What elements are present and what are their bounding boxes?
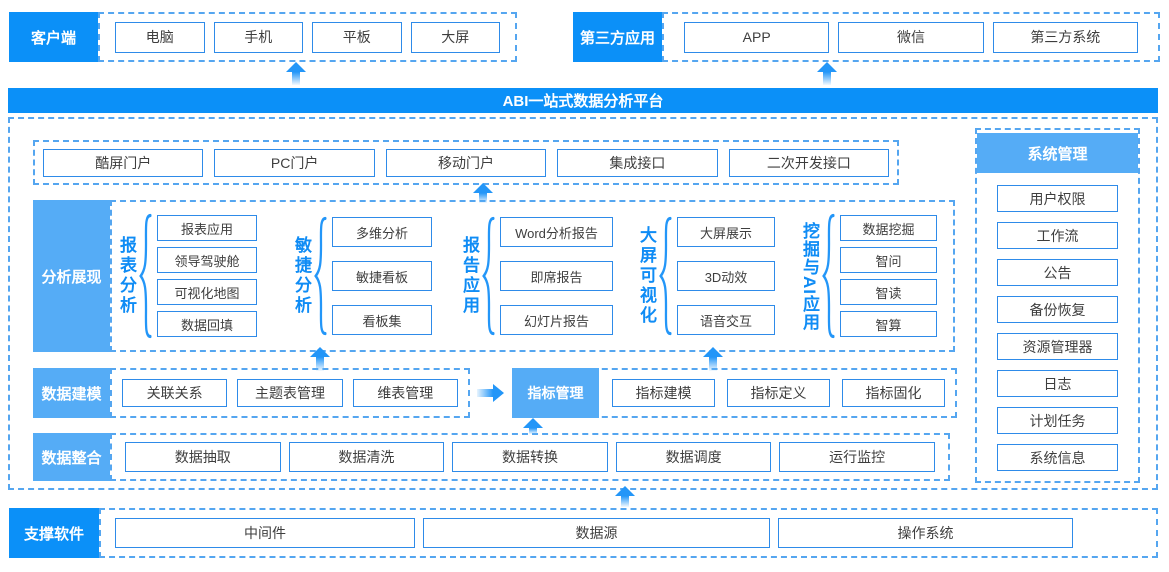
system-box: 系统信息: [997, 444, 1118, 471]
integration-section-label: 数据整合: [33, 433, 110, 481]
portal-box: 二次开发接口: [728, 148, 890, 177]
client-devices-container: 电脑手机平板大屏: [98, 12, 517, 62]
support-container: 中间件 数据源 操作系统: [99, 508, 1158, 558]
brace-icon: [314, 216, 327, 336]
analysis-container: [110, 200, 955, 352]
analysis-box: 即席报告: [500, 261, 613, 291]
analysis-box: 智读: [840, 279, 937, 305]
system-management-header: 系统管理: [977, 133, 1138, 173]
analysis-box: 大屏展示: [677, 217, 775, 247]
analysis-box: 报表应用: [157, 215, 257, 241]
client-section-label: 客户端: [9, 12, 98, 62]
portal-box: 集成接口: [557, 148, 718, 177]
analysis-box: 数据回填: [157, 311, 257, 337]
system-management-container: 系统管理 用户权限工作流公告备份恢复资源管理器日志计划任务系统信息: [975, 128, 1140, 483]
brace-icon: [822, 213, 835, 339]
group-report-application: 报告应用 Word分析报告即席报告幻灯片报告: [460, 200, 618, 352]
modeling-box: 维表管理: [352, 379, 458, 407]
support-box: 中间件: [115, 518, 415, 548]
support-box: 数据源: [423, 518, 770, 548]
group-title: 大屏可视化: [637, 226, 656, 326]
third-party-app-box: APP: [684, 21, 830, 53]
analysis-box: 智算: [840, 311, 937, 337]
portal-box: PC门户: [214, 148, 375, 177]
up-arrow-icon: [286, 62, 306, 85]
modeling-container: 关联关系主题表管理维表管理: [110, 368, 470, 418]
right-arrow-icon: [477, 384, 504, 402]
brace-icon: [139, 213, 152, 339]
portal-container: 酷屏门户 PC门户移动门户集成接口二次开发接口: [33, 140, 899, 185]
client-device-box: 平板: [312, 21, 402, 53]
integration-box: 数据转换: [452, 442, 608, 472]
group-report-analysis: 报表分析 报表应用领导驾驶舱可视化地图数据回填: [117, 200, 270, 352]
platform-banner: ABI一站式数据分析平台: [8, 88, 1158, 113]
system-box: 公告: [997, 259, 1118, 286]
analysis-box: 3D动效: [677, 261, 775, 291]
up-arrow-icon: [817, 62, 837, 85]
metric-box: 指标固化: [842, 379, 945, 407]
group-title: 敏捷分析: [292, 236, 311, 316]
analysis-box: 智问: [840, 247, 937, 273]
modeling-box: 关联关系: [122, 379, 228, 407]
group-title: 挖掘与AI应用: [800, 221, 819, 331]
brace-icon: [482, 216, 495, 336]
modeling-section-label: 数据建模: [33, 368, 110, 418]
metric-container: 指标管理 指标建模指标定义指标固化: [512, 368, 957, 418]
group-mining-ai: 挖掘与AI应用 数据挖掘智问智读智算: [800, 200, 942, 352]
analysis-box: 幻灯片报告: [500, 305, 613, 335]
up-arrow-icon: [473, 183, 493, 203]
group-title: 报告应用: [460, 236, 479, 316]
group-title: 报表分析: [117, 236, 136, 316]
portal-box: 移动门户: [385, 148, 547, 177]
system-box: 备份恢复: [997, 296, 1118, 323]
system-box: 工作流: [997, 222, 1118, 249]
support-box: 操作系统: [778, 518, 1073, 548]
analysis-section-label: 分析展现: [33, 200, 110, 352]
brace-icon: [659, 216, 672, 336]
platform-frame: [8, 117, 1158, 490]
support-section-label: 支撑软件: [9, 508, 99, 558]
analysis-box: 可视化地图: [157, 279, 257, 305]
analysis-box: Word分析报告: [500, 217, 613, 247]
third-party-app-box: 微信: [838, 21, 984, 53]
client-device-box: 电脑: [115, 21, 205, 53]
metric-section-label: 指标管理: [512, 368, 599, 418]
client-device-box: 大屏: [410, 21, 500, 53]
system-box: 日志: [997, 370, 1118, 397]
third-party-app-box: 第三方系统: [992, 21, 1138, 53]
modeling-box: 主题表管理: [237, 379, 343, 407]
analysis-box: 领导驾驶舱: [157, 247, 257, 273]
analysis-box: 多维分析: [332, 217, 432, 247]
client-device-box: 手机: [213, 21, 303, 53]
analysis-box: 敏捷看板: [332, 261, 432, 291]
metric-box: 指标建模: [612, 379, 715, 407]
third-party-section-label: 第三方应用: [573, 12, 662, 62]
group-agile-analysis: 敏捷分析 多维分析敏捷看板看板集: [292, 200, 441, 352]
metric-box: 指标定义: [727, 379, 830, 407]
analysis-box: 语音交互: [677, 305, 775, 335]
integration-box: 数据清洗: [288, 442, 445, 472]
portal-box: 酷屏门户: [43, 148, 204, 177]
analysis-box: 看板集: [332, 305, 432, 335]
analysis-box: 数据挖掘: [840, 215, 937, 241]
integration-box: 数据抽取: [125, 442, 281, 472]
up-arrow-icon: [310, 347, 330, 371]
up-arrow-icon: [615, 486, 635, 507]
integration-container: 数据抽取数据清洗数据转换数据调度运行监控: [110, 433, 950, 481]
integration-box: 数据调度: [615, 442, 772, 472]
group-bigscreen-visualization: 大屏可视化 大屏展示 3D动效语音交互: [637, 200, 780, 352]
up-arrow-icon: [703, 347, 723, 371]
integration-box: 运行监控: [779, 442, 935, 472]
system-box: 计划任务: [997, 407, 1118, 434]
system-box: 用户权限: [997, 185, 1118, 212]
up-arrow-icon: [523, 418, 543, 434]
system-box: 资源管理器: [997, 333, 1118, 360]
